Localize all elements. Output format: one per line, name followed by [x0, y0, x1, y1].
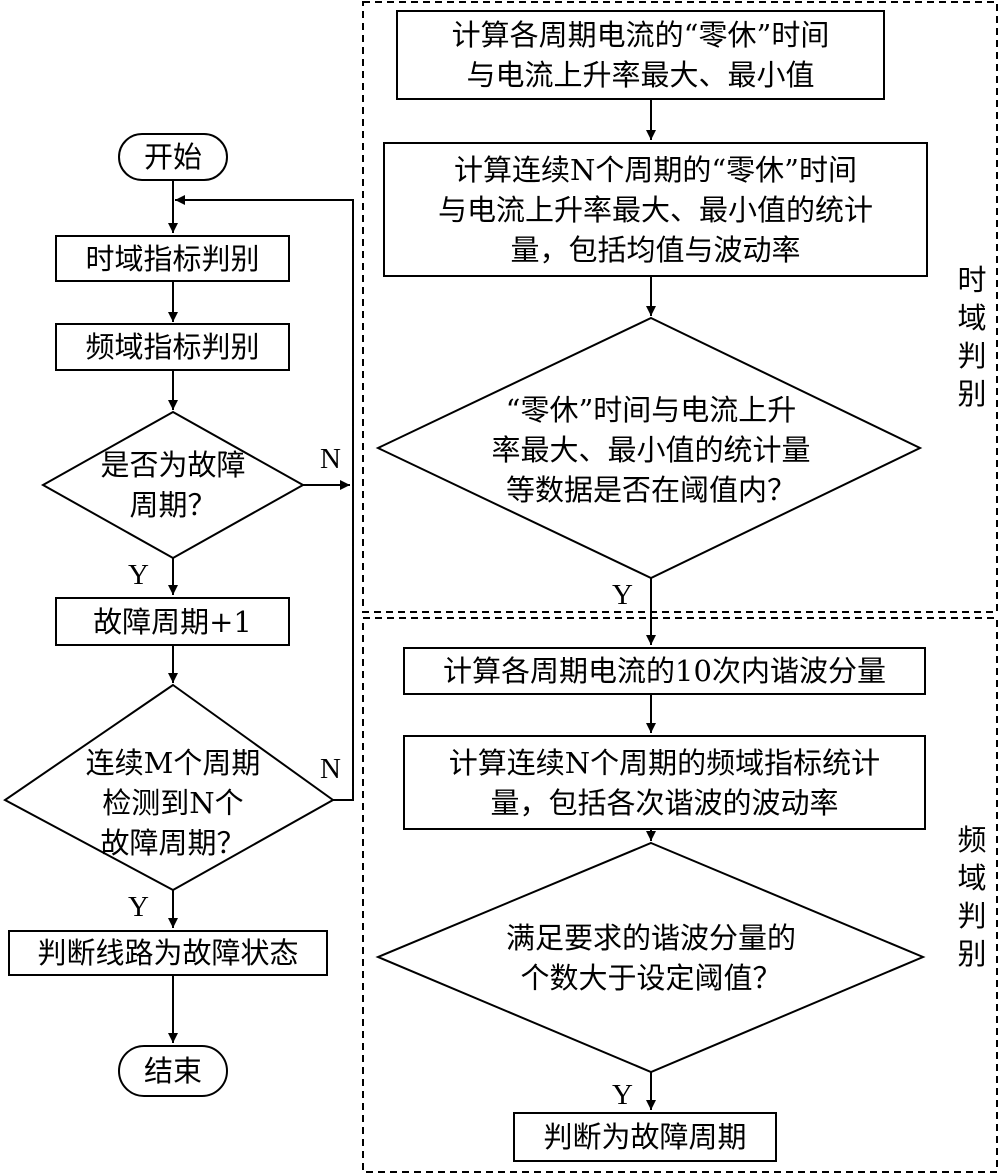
time-decision-label: “零休”时间与电流上升 率最大、最小值的统计量 等数据是否在阈值内？ — [491, 393, 811, 507]
frequency-domain-panel — [362, 617, 998, 1173]
time-yes-label: Y — [612, 579, 633, 611]
no-label-2: N — [320, 753, 341, 785]
consecutive-label-area: 连续M个周期 检测到N个 故障周期？ — [58, 740, 288, 865]
end-terminator: 结束 — [118, 1045, 228, 1097]
freq-domain-check-label: 频域指标判别 — [85, 330, 260, 364]
is-fault-cycle-label: 是否为故障 周期？ — [100, 448, 246, 522]
time-step2-box: 计算连续N个周期的“零休”时间 与电流上升率最大、最小值的统计 量，包括均值与波… — [383, 142, 928, 277]
freq-step1-label: 计算各周期电流的10次内谐波分量 — [443, 654, 886, 688]
time-domain-check-box: 时域指标判别 — [55, 235, 290, 282]
fault-state-box: 判断线路为故障状态 — [8, 930, 328, 976]
freq-yes-label: Y — [612, 1079, 633, 1111]
yes-label-1: Y — [128, 559, 149, 591]
freq-step2-label: 计算连续N个周期的频域指标统计 量，包括各次谐波的波动率 — [448, 745, 881, 820]
time-step1-box: 计算各周期电流的“零休”时间 与电流上升率最大、最小值 — [396, 10, 885, 100]
end-label: 结束 — [143, 1054, 202, 1088]
time-step1-label: 计算各周期电流的“零休”时间 与电流上升率最大、最小值 — [451, 18, 830, 92]
fault-counter-box: 故障周期+1 — [55, 597, 290, 646]
fault-state-label: 判断线路为故障状态 — [37, 936, 299, 970]
fault-counter-label: 故障周期+1 — [93, 604, 252, 639]
yes-label-2: Y — [128, 891, 149, 923]
freq-decision-label-area: 满足要求的谐波分量的 个数大于设定阈值？ — [455, 915, 847, 1000]
freq-step2-box: 计算连续N个周期的频域指标统计 量，包括各次谐波的波动率 — [403, 735, 926, 830]
time-domain-panel — [362, 1, 998, 613]
no-label-1: N — [320, 443, 341, 475]
time-step2-label: 计算连续N个周期的“零休”时间 与电流上升率最大、最小值的统计 量，包括均值与波… — [437, 152, 873, 267]
freq-domain-check-box: 频域指标判别 — [55, 323, 290, 371]
loop-back-line — [175, 195, 354, 801]
freq-domain-side-label: 频 域 判 别 — [957, 825, 987, 971]
fault-cycle-result-label: 判断为故障周期 — [543, 1120, 747, 1154]
freq-step1-box: 计算各周期电流的10次内谐波分量 — [403, 647, 926, 695]
freq-decision-label: 满足要求的谐波分量的 个数大于设定阈值？ — [505, 920, 796, 995]
is-fault-cycle-label-area: 是否为故障 周期？ — [73, 440, 273, 530]
time-domain-check-label: 时域指标判别 — [85, 241, 260, 276]
fault-cycle-result-box: 判断为故障周期 — [513, 1112, 777, 1162]
time-decision-label-area: “零休”时间与电流上升 率最大、最小值的统计量 等数据是否在阈值内？ — [450, 390, 852, 510]
start-terminator: 开始 — [118, 133, 228, 181]
consecutive-label: 连续M个周期 检测到N个 故障周期？ — [85, 745, 261, 860]
time-domain-side-label: 时 域 判 别 — [957, 265, 987, 411]
start-label: 开始 — [143, 140, 202, 174]
